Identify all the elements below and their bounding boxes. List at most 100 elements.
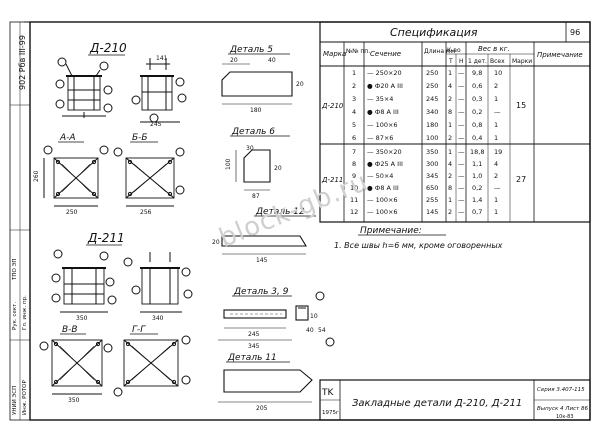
d210-dim-top: 141: [156, 55, 168, 62]
left-block-line-3: Рук. сект.: [12, 302, 18, 330]
cell-length: 300: [426, 160, 438, 168]
cell-t: 2: [448, 208, 452, 216]
side-code: 902 Рбв III-99: [18, 35, 27, 90]
cell-n: —: [458, 108, 465, 116]
title-block: TK 1975г. Закладные детали Д-210, Д-211 …: [319, 379, 591, 421]
cell-pos: 4: [352, 108, 356, 116]
sec-aa-label: А-А: [59, 133, 76, 143]
cell-t: 1: [448, 196, 452, 204]
cell-all: 10: [494, 69, 502, 77]
cell-all: 2: [494, 82, 498, 90]
cell-all: 1: [494, 95, 498, 103]
left-stamp: 902 Рбв III-99 УНИИ ЭСП Инж. РОТОР Рук. …: [9, 21, 31, 421]
tb-year: 1975г.: [322, 410, 341, 416]
cell-pos: 2: [352, 82, 356, 90]
cell-one: 9,8: [472, 69, 482, 77]
cell-pos: 10: [350, 184, 358, 192]
note-item-1: 1. Все швы h=6 мм, кроме оговоренных: [334, 241, 503, 250]
notes: Примечание: 1. Все швы h=6 мм, кроме ого…: [334, 226, 503, 250]
table-row: 6 — 87×6 100 2 — 0,4 1: [352, 134, 498, 142]
col-weight-mark: Марки: [512, 58, 532, 65]
cell-t: 8: [448, 108, 452, 116]
col-weight-all: Всех: [490, 58, 505, 65]
cell-t: 4: [448, 160, 452, 168]
cell-n: —: [458, 95, 465, 103]
col-count-t: Т: [448, 58, 453, 65]
cell-section: — 250×20: [367, 69, 402, 77]
left-block-line-2: Инж. РОТОР: [22, 380, 28, 415]
col-weight-one: 1 дет.: [468, 58, 487, 65]
cell-length: 145: [426, 208, 438, 216]
cell-length: 100: [426, 134, 438, 142]
cell-section: ● Ф8 А III: [367, 184, 399, 192]
col-mark: Марка: [323, 50, 346, 58]
cell-one: 1,0: [472, 172, 482, 180]
cell-one: 0,7: [472, 208, 482, 216]
cell-length: 650: [426, 184, 438, 192]
table-row: 4 ● Ф8 А III 340 8 — 0,2 —: [352, 108, 501, 116]
cell-all: 1: [494, 208, 498, 216]
cell-n: —: [458, 69, 465, 77]
d211-label: Д-211: [87, 231, 125, 245]
table-row: 12 — 100×6 145 2 — 0,7 1: [350, 208, 498, 216]
sheet-frame: [29, 21, 591, 421]
table-row: 7 — 350×20 350 1 — 18,8 19: [352, 148, 502, 156]
group-mark: Д-210: [321, 102, 344, 110]
left-block-line-4: Гл. инж. пр.: [22, 295, 28, 330]
cell-one: 1,1: [472, 160, 482, 168]
cell-pos: 11: [350, 196, 358, 204]
col-count: К-во: [447, 47, 461, 54]
table-row: 5 — 100×6 180 1 — 0,8 1: [352, 121, 498, 129]
detail-11: Деталь 11 205: [218, 353, 313, 412]
left-block-line-1: УНИИ ЭСП: [12, 386, 18, 415]
d11-dim-a: 205: [256, 405, 268, 412]
cell-one: 0,2: [472, 184, 482, 192]
cell-one: 0,3: [472, 95, 482, 103]
cell-n: —: [458, 196, 465, 204]
cell-n: —: [458, 82, 465, 90]
detail-5: Деталь 5 20 40 180 20: [221, 45, 304, 114]
d211-views: Д-211 350 340 В-В 350 Г-Г: [39, 231, 193, 404]
table-row: 8 ● Ф25 А III 300 4 — 1,1 4: [352, 160, 498, 168]
cell-pos: 9: [352, 172, 356, 180]
spec-group-1: Д-210 15 1 — 250×20 250 1 — 9,8 10 2 ● Ф…: [321, 69, 526, 142]
cell-one: 0,6: [472, 82, 482, 90]
d211-dim-a: 350: [76, 315, 88, 322]
cell-n: —: [458, 160, 465, 168]
col-weight: Вес в кг.: [478, 45, 510, 53]
cell-all: —: [494, 184, 501, 192]
cell-t: 2: [448, 134, 452, 142]
cell-pos: 3: [352, 95, 356, 103]
cell-all: 2: [494, 172, 498, 180]
cell-t: 1: [448, 69, 452, 77]
cell-n: —: [458, 184, 465, 192]
cell-all: 4: [494, 160, 498, 168]
cell-all: 1: [494, 121, 498, 129]
cell-section: — 50×4: [367, 172, 393, 180]
cell-pos: 6: [352, 134, 356, 142]
col-length: Длина мм: [424, 48, 455, 55]
cell-n: —: [458, 134, 465, 142]
cell-section: ● Ф25 А III: [367, 160, 403, 168]
detail-12-label: Деталь 12: [255, 207, 305, 217]
d6-dim-c: 87: [252, 193, 260, 200]
col-note: Примечание: [537, 51, 583, 59]
table-row: 3 — 35×4 245 2 — 0,3 1: [352, 95, 498, 103]
cell-all: 1: [494, 134, 498, 142]
cell-length: 180: [426, 121, 438, 129]
cell-length: 255: [426, 196, 438, 204]
detail-5-label: Деталь 5: [229, 45, 273, 55]
d210-dim-mark: 256: [140, 209, 152, 216]
sec-gg-label: Г-Г: [132, 325, 146, 335]
spec-title: Спецификация: [390, 26, 478, 39]
cell-section: — 87×6: [367, 134, 393, 142]
cell-n: —: [458, 172, 465, 180]
cell-section: — 100×6: [367, 121, 398, 129]
cell-pos: 1: [352, 69, 356, 77]
d39-dim-e: 10: [310, 313, 318, 320]
cell-all: 19: [494, 148, 502, 156]
cell-one: 0,8: [472, 121, 482, 129]
cell-t: 4: [448, 82, 452, 90]
tb-title: Закладные детали Д-210, Д-211: [352, 398, 522, 409]
